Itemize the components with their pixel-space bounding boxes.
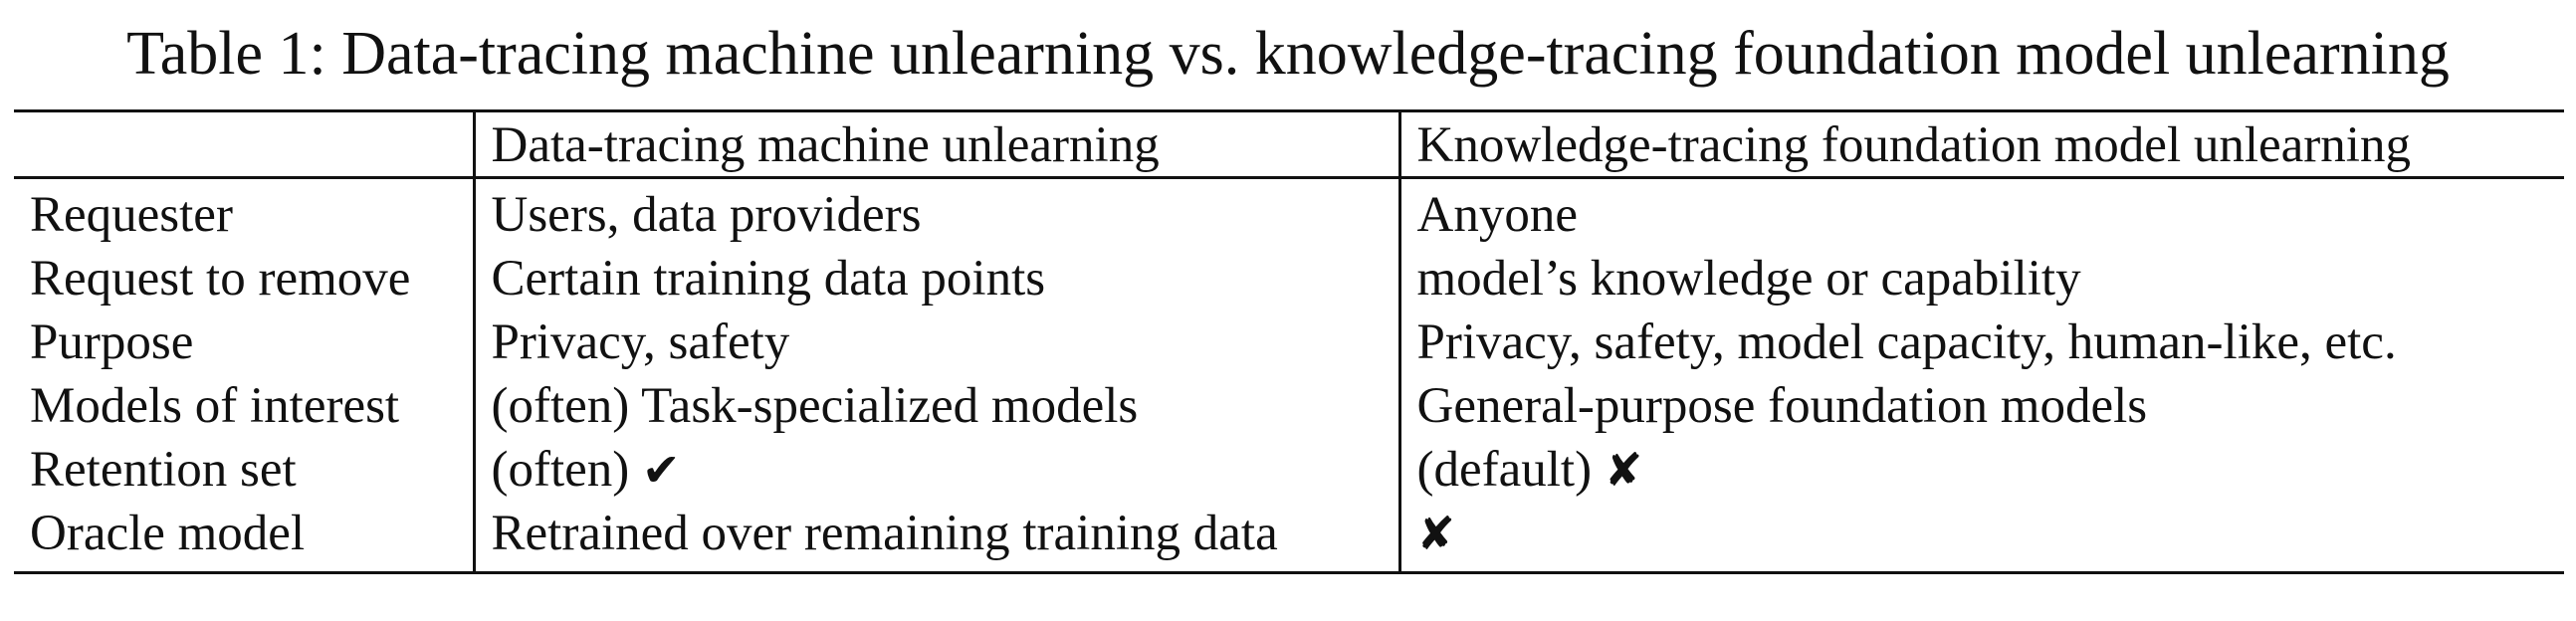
cell-knowledge-tracing: Anyone — [1416, 187, 1578, 243]
cell-knowledge-tracing: model’s knowledge or capability — [1416, 251, 2081, 307]
header-empty-cell — [14, 111, 474, 178]
table-row: Retention set (often) ✔ (default) ✘ — [14, 438, 2564, 502]
row-label: Request to remove — [30, 251, 411, 307]
row-label: Retention set — [30, 442, 297, 498]
cell-knowledge-tracing: (default) ✘ — [1399, 438, 2564, 502]
cross-mark-icon: ✘ — [1604, 443, 1643, 497]
cross-mark-icon: ✘ — [1416, 507, 1456, 560]
row-label: Models of interest — [30, 378, 400, 434]
cell-data-tracing: (often) Task-specialized models — [472, 374, 1401, 438]
cell-data-tracing: Users, data providers — [472, 177, 1401, 247]
table-row: Oracle model Retrained over remaining tr… — [14, 502, 2564, 573]
cell-data-tracing: Retrained over remaining training data — [472, 502, 1401, 573]
cell-knowledge-tracing: Privacy, safety, model capacity, human-l… — [1416, 314, 2397, 370]
checkmark-icon: ✔ — [642, 443, 681, 497]
cell-text: (often) — [491, 442, 630, 498]
cell-data-tracing: Certain training data points — [472, 247, 1401, 310]
cell-knowledge-tracing: General-purpose foundation models — [1416, 378, 2148, 434]
cell-text: (default) — [1416, 442, 1593, 498]
table-row: Purpose Privacy, safety Privacy, safety,… — [14, 310, 2564, 374]
table-row: Request to remove Certain training data … — [14, 247, 2564, 310]
comparison-table: Data-tracing machine unlearning Knowledg… — [14, 109, 2564, 574]
row-label: Purpose — [30, 314, 194, 370]
table-row: Requester Users, data providers Anyone — [14, 177, 2564, 247]
table-header-row: Data-tracing machine unlearning Knowledg… — [14, 110, 2564, 178]
cell-data-tracing: Privacy, safety — [472, 310, 1401, 374]
table-caption: Table 1: Data-tracing machine unlearning… — [126, 20, 2450, 88]
cell-data-tracing: (often) ✔ — [472, 438, 1401, 502]
row-label: Requester — [30, 187, 233, 243]
table-row: Models of interest (often) Task-speciali… — [14, 374, 2564, 438]
header-data-tracing: Data-tracing machine unlearning — [472, 110, 1401, 178]
header-knowledge-tracing: Knowledge-tracing foundation model unlea… — [1416, 117, 2411, 173]
cell-knowledge-tracing: ✘ — [1399, 502, 2564, 573]
row-label: Oracle model — [30, 506, 306, 561]
